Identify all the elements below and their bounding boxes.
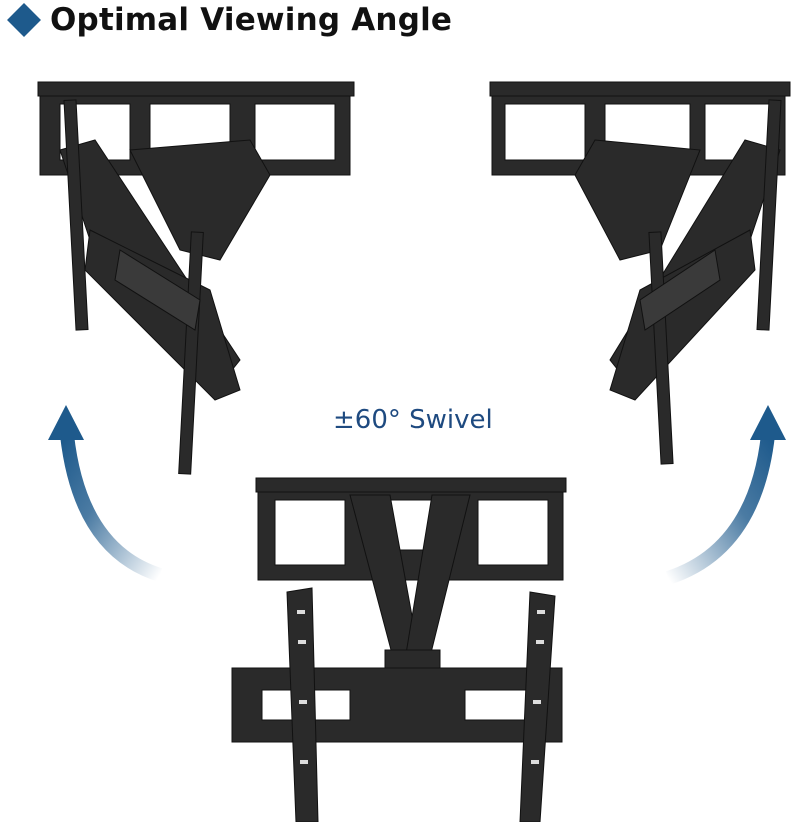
left-arc-arrow bbox=[48, 405, 163, 582]
title-text: Optimal Viewing Angle bbox=[50, 2, 453, 38]
mount-swiveled-right bbox=[489, 81, 791, 465]
mount-swiveled-left bbox=[37, 81, 355, 475]
mount-front-view bbox=[231, 477, 567, 822]
swivel-caption: ±60° Swivel bbox=[333, 405, 493, 435]
page-title: Optimal Viewing Angle bbox=[4, 0, 452, 40]
right-arc-arrow bbox=[665, 405, 786, 585]
